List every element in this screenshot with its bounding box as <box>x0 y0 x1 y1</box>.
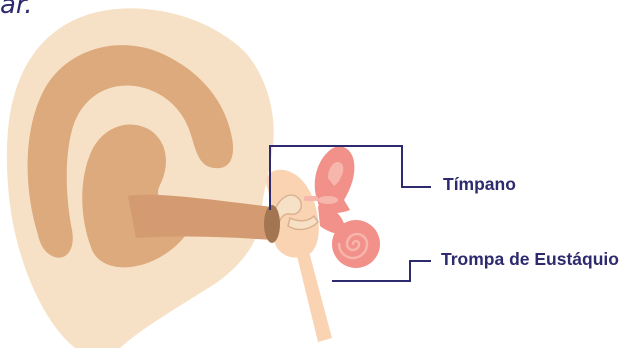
label-trompa-de-eustaquio: Trompa de Eustáquio <box>441 251 619 269</box>
label-timpano: Tímpano <box>443 176 516 194</box>
eustachian-tube <box>296 248 332 342</box>
eardrum <box>264 205 280 243</box>
